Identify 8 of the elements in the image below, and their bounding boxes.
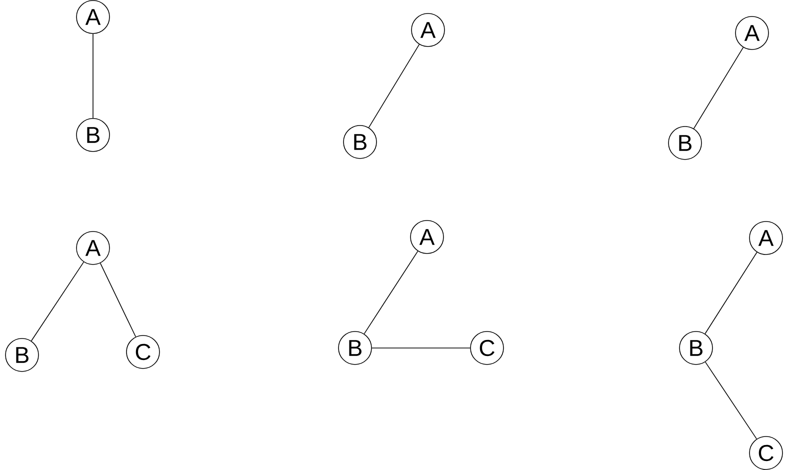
edge-line [704,252,758,334]
edge-line [100,262,136,338]
edge-line [92,33,94,118]
edge-line [693,47,744,129]
edge-line [368,44,420,128]
edge-line [704,362,758,440]
edge-line [30,262,84,342]
edge-line [364,250,418,334]
